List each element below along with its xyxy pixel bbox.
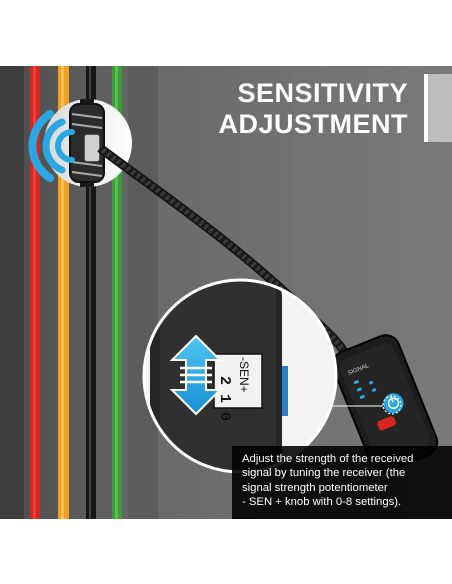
headline-line-1: SENSITIVITY — [237, 78, 408, 108]
wall-panel — [128, 66, 158, 519]
caption-line-1: Adjust the strength of the received — [242, 453, 414, 465]
product-illustration: SIGNAL — [0, 66, 452, 519]
signal-leds — [353, 380, 377, 399]
signal-wave-icon — [28, 110, 75, 182]
caption-line-4: - SEN + knob with 0-8 settings). — [242, 496, 402, 509]
wire-bundle — [30, 66, 122, 519]
knob-label: -SEN+ — [237, 357, 251, 393]
caption-line-2: signal by tuning the receiver (the — [242, 467, 406, 480]
knob-window — [213, 353, 263, 409]
knob-scale-digits: 2 1 0 — [216, 376, 233, 421]
probe-zoom-circle — [28, 99, 132, 187]
product-image: SIGNAL — [0, 66, 452, 519]
receiver-device: SIGNAL — [331, 334, 439, 473]
headline-accent-bar-inner — [428, 74, 452, 142]
knob-marker — [382, 395, 402, 415]
wall-shadow — [0, 66, 24, 519]
headline-line-2: ADJUSTMENT — [218, 109, 408, 139]
knob-zoom-circle — [142, 278, 338, 474]
caption-box: Adjust the strength of the received sign… — [232, 446, 452, 519]
headline: SENSITIVITY ADJUSTMENT — [218, 78, 408, 140]
caption-line-3: signal strength potentiometer — [242, 481, 388, 494]
